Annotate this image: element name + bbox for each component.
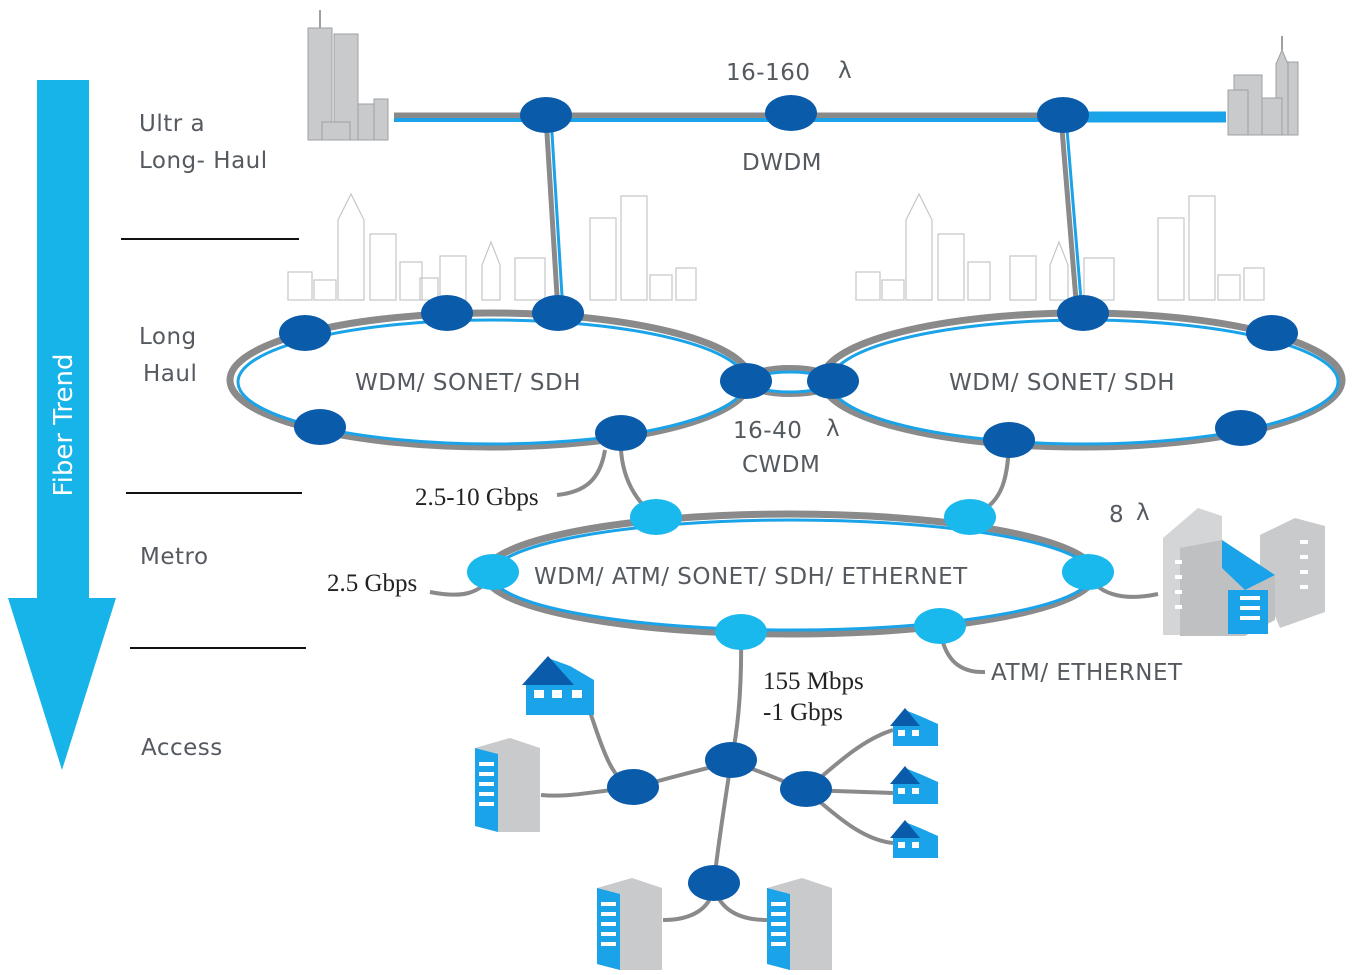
network-node bbox=[914, 608, 966, 644]
dwdm-label: DWDM bbox=[742, 150, 823, 176]
tier-divider bbox=[130, 647, 306, 649]
lambda-symbol: λ bbox=[826, 416, 841, 442]
network-node bbox=[520, 97, 572, 133]
metro-building-cluster-icon bbox=[1163, 508, 1325, 636]
access-office-building-left-icon bbox=[475, 738, 540, 832]
metro-lambda-count: 8 bbox=[1109, 502, 1125, 528]
tier-long-haul: Long Haul bbox=[139, 319, 197, 393]
lambda-symbol: λ bbox=[1136, 500, 1151, 526]
rate-access-line1: 155 Mbps bbox=[763, 668, 864, 695]
network-node bbox=[705, 742, 757, 778]
long-haul-left-nodes bbox=[279, 295, 772, 451]
atm-ethernet-label: ATM/ ETHERNET bbox=[991, 660, 1183, 686]
cwdm-lambda-count: 16-40 bbox=[733, 418, 803, 444]
rate-access: 155 Mbps -1 Gbps bbox=[763, 666, 864, 729]
access-office-building-bottom-right-icon bbox=[767, 878, 832, 970]
network-node bbox=[607, 769, 659, 805]
network-node bbox=[595, 415, 647, 451]
ring-right-label: WDM/ SONET/ SDH bbox=[949, 370, 1176, 396]
tier-long-haul-line1: Long bbox=[139, 324, 197, 350]
ultra-long-haul-city-right-icon bbox=[1227, 36, 1299, 136]
network-node bbox=[1057, 295, 1109, 331]
access-house-large-icon bbox=[522, 656, 594, 715]
ultra-long-haul-city-left-icon bbox=[307, 10, 389, 141]
tier-metro: Metro bbox=[140, 544, 209, 570]
network-node bbox=[944, 499, 996, 535]
network-node bbox=[780, 771, 832, 807]
access-house-small-middle-icon bbox=[890, 766, 938, 804]
network-node bbox=[715, 614, 767, 650]
fiber-trend-arrow bbox=[8, 80, 116, 770]
network-node bbox=[1246, 315, 1298, 351]
network-node bbox=[720, 363, 772, 399]
access-office-building-bottom-left-icon bbox=[597, 878, 662, 970]
network-node bbox=[294, 409, 346, 445]
network-node bbox=[279, 315, 331, 351]
tier-divider bbox=[121, 238, 299, 240]
network-node bbox=[688, 865, 740, 901]
dwdm-lambda-count: 16-160 bbox=[726, 60, 811, 86]
rate-access-line2: -1 Gbps bbox=[763, 699, 843, 727]
fiber-trend-label: Fiber Trend bbox=[49, 353, 79, 497]
long-haul-skyline-right-icon bbox=[855, 192, 1265, 301]
cwdm-label: CWDM bbox=[742, 452, 821, 478]
access-nodes bbox=[607, 742, 832, 901]
network-node bbox=[807, 363, 859, 399]
dwdm-nodes bbox=[520, 95, 1089, 133]
network-node bbox=[1215, 410, 1267, 446]
metro-nodes bbox=[467, 499, 1114, 650]
network-node bbox=[467, 554, 519, 590]
access-house-small-bottom-icon bbox=[890, 820, 938, 858]
network-node bbox=[765, 95, 817, 131]
rate-metro-side: 2.5 Gbps bbox=[327, 570, 418, 597]
lambda-symbol: λ bbox=[838, 58, 853, 84]
network-node bbox=[421, 295, 473, 331]
tier-ultra-long-haul-line2: Long- Haul bbox=[139, 147, 268, 174]
tier-long-haul-line2: Haul bbox=[143, 360, 198, 387]
tier-divider bbox=[126, 492, 302, 494]
rate-long-to-metro: 2.5-10 Gbps bbox=[415, 484, 539, 511]
tier-access: Access bbox=[141, 735, 223, 761]
tier-ultra-long-haul-line1: Ultr a bbox=[139, 111, 206, 137]
long-haul-skyline-left-icon bbox=[287, 192, 697, 301]
metro-ring-label: WDM/ ATM/ SONET/ SDH/ ETHERNET bbox=[534, 564, 968, 590]
network-node bbox=[983, 422, 1035, 458]
ring-left-label: WDM/ SONET/ SDH bbox=[355, 370, 582, 396]
network-node bbox=[532, 295, 584, 331]
network-node bbox=[630, 499, 682, 535]
network-node bbox=[1062, 554, 1114, 590]
network-node bbox=[1037, 97, 1089, 133]
long-haul-right-nodes bbox=[807, 295, 1298, 458]
tier-ultra-long-haul: Ultr a Long- Haul bbox=[139, 106, 268, 180]
access-house-small-top-icon bbox=[890, 708, 938, 746]
backbone-to-ring-links bbox=[543, 116, 1084, 313]
